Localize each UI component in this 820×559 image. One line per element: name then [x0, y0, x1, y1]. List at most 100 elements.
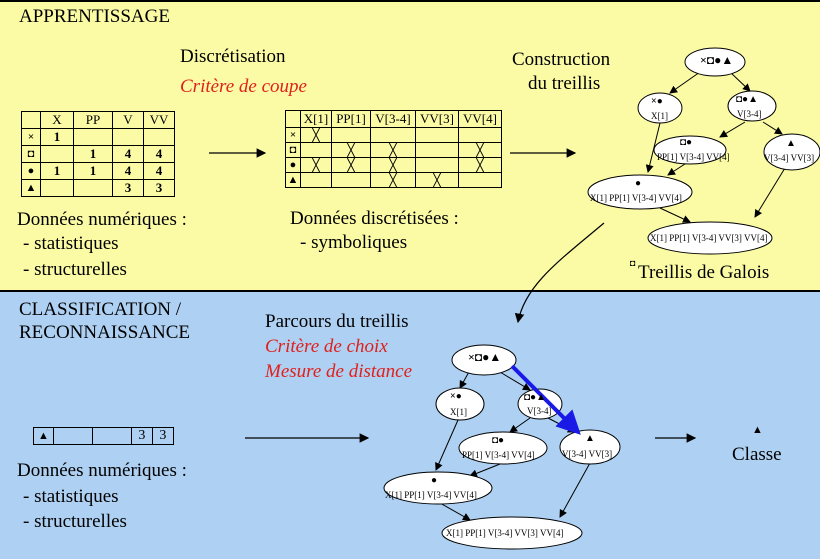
choice-criterion-label: Critère de choix: [265, 336, 388, 357]
cls-numeric-data-label: Données numériques :: [17, 460, 187, 481]
lb-n3b-label: V[3-4] VV[3]: [562, 449, 613, 459]
input-vector-cell: [52, 427, 93, 445]
galois-label: Treillis de Galois: [638, 262, 770, 283]
lattice-top-node-2a: [637, 92, 683, 124]
lb-n3b-symbols: ▲: [585, 433, 595, 444]
discrete-table-header-cell: PP[1]: [331, 110, 371, 128]
lb-n1-symbols: ×◘●▲: [468, 350, 502, 364]
lattice-top-node-4: [587, 174, 693, 210]
numeric-table-cell: 4: [112, 162, 144, 180]
discrete-data-label: Données discrétisées :: [290, 208, 459, 229]
lt-n4-label: X[1] PP[1] V[3-4] VV[4]: [590, 193, 682, 203]
lt-n3a-symbols: ◘●: [680, 137, 693, 148]
discrete-table-cell: ╳: [370, 142, 416, 158]
lt-n3a-label: PP[1] V[3-4] VV[4]: [657, 152, 730, 162]
lattice-bottom-node-4: [383, 471, 493, 505]
numeric-table-cell: ◘: [21, 145, 41, 163]
lattice-top-node-root: [684, 47, 746, 77]
distance-measure-label: Mesure de distance: [265, 361, 413, 382]
construction-label-2: du treillis: [528, 73, 601, 94]
lattice-bottom-node-3b: [559, 429, 621, 465]
lb-n2b-symbols: ◘●▲: [524, 392, 546, 403]
numeric-table-cell: [112, 128, 144, 146]
symbolic-label: - symboliques: [300, 232, 408, 253]
construction-label-1: Construction: [512, 49, 611, 70]
input-vector-cell: [91, 427, 132, 445]
numeric-table-cell: 4: [112, 145, 144, 163]
discrete-table-cell: ×: [285, 127, 301, 143]
cls-statistics-label: - statistiques: [23, 486, 119, 507]
discrete-table-cell: [458, 172, 502, 188]
classification-title-2: RECONNAISSANCE: [19, 322, 191, 343]
numeric-table-cell: [73, 128, 113, 146]
numeric-table-cell: [73, 179, 113, 197]
numeric-table-cell: 3: [143, 179, 175, 197]
lt-n2b-symbols: ◘●▲: [736, 94, 758, 105]
lt-n2a-symbols: ×●: [651, 96, 663, 107]
discrete-table-header-cell: V[3-4]: [370, 110, 416, 128]
lb-n5-label: X[1] PP[1] V[3-4] VV[3] VV[4]: [446, 528, 564, 538]
traversal-path: [510, 364, 581, 435]
numeric-table-header-cell: V: [112, 111, 144, 129]
lt-n4-symbol: ●: [635, 178, 642, 189]
discrete-table-cell: ●: [285, 157, 301, 173]
lb-n2a-symbols: ×●: [450, 391, 462, 402]
lattice-top-node-5: [647, 221, 773, 255]
discrete-table-cell: [415, 157, 459, 173]
numeric-table-header-cell: VV: [143, 111, 175, 129]
numeric-data-label: Données numériques :: [17, 209, 187, 230]
discrete-table-cell: [415, 127, 459, 143]
discrete-table-cell: ╳: [370, 157, 416, 173]
lb-n3a-label: PP[1] V[3-4] VV[4]: [462, 450, 535, 460]
discrete-table-cell: ╳: [458, 157, 502, 173]
discrete-table-cell: [300, 142, 332, 158]
discretization-label: Discrétisation: [180, 46, 286, 67]
lt-n2b-label: V[3-4]: [737, 109, 762, 119]
numeric-table-cell: [40, 145, 74, 163]
numeric-table-cell: 4: [143, 145, 175, 163]
lattice-top-node-3b: [763, 133, 820, 171]
lattice-bottom-node-2a: [435, 387, 485, 421]
numeric-table-cell: [40, 179, 74, 197]
input-vector-cell: 3: [151, 427, 174, 445]
class-symbol-icon: ▲: [752, 424, 763, 436]
lt-n3b-symbols: ▲: [786, 138, 796, 149]
structural-label: - structurelles: [23, 259, 127, 280]
discrete-table-cell: ╳: [300, 157, 332, 173]
lattice-top-node-3a: [653, 135, 727, 165]
numeric-table-header-cell: PP: [73, 111, 113, 129]
lattice-bottom-node-root: [451, 344, 517, 376]
lb-n4-label: X[1] PP[1] V[3-4] VV[4]: [385, 490, 477, 500]
numeric-table-cell: 4: [143, 162, 175, 180]
lt-n5-label: X[1] PP[1] V[3-4] VV[3] VV[4]: [650, 233, 768, 243]
learning-title: APPRENTISSAGE: [19, 6, 170, 27]
class-label: Classe: [732, 444, 782, 465]
numeric-table-header-cell: [21, 111, 41, 129]
classification-panel: [0, 292, 820, 559]
numeric-table-cell: [143, 128, 175, 146]
lt-n3b-label: V[3-4] VV[3]: [764, 153, 815, 163]
discrete-table-header-cell: VV[3]: [415, 110, 459, 128]
input-vector-cell: 3: [130, 427, 153, 445]
discrete-table-cell: ╳: [370, 172, 416, 188]
discrete-table-header-cell: VV[4]: [458, 110, 502, 128]
lb-n4-symbol: ●: [431, 475, 438, 486]
discrete-table-cell: ╳: [331, 157, 371, 173]
discrete-table-cell: ▲: [285, 172, 301, 188]
lb-n2b-label: V[3-4]: [527, 406, 552, 416]
discrete-table-cell: [370, 127, 416, 143]
classification-title-1: CLASSIFICATION /: [19, 299, 182, 320]
statistics-label: - statistiques: [23, 233, 119, 254]
numeric-table-cell: 1: [73, 162, 113, 180]
input-vector-cell: ▲: [33, 427, 54, 445]
lattice-path-label: Parcours du treillis: [265, 311, 409, 332]
galois-marker-icon: ◘: [630, 258, 636, 268]
arrow-lattice-down: [514, 222, 605, 324]
discrete-table-cell: [331, 172, 371, 188]
cut-criterion-label: Critère de coupe: [180, 76, 307, 97]
discrete-table-cell: [415, 142, 459, 158]
